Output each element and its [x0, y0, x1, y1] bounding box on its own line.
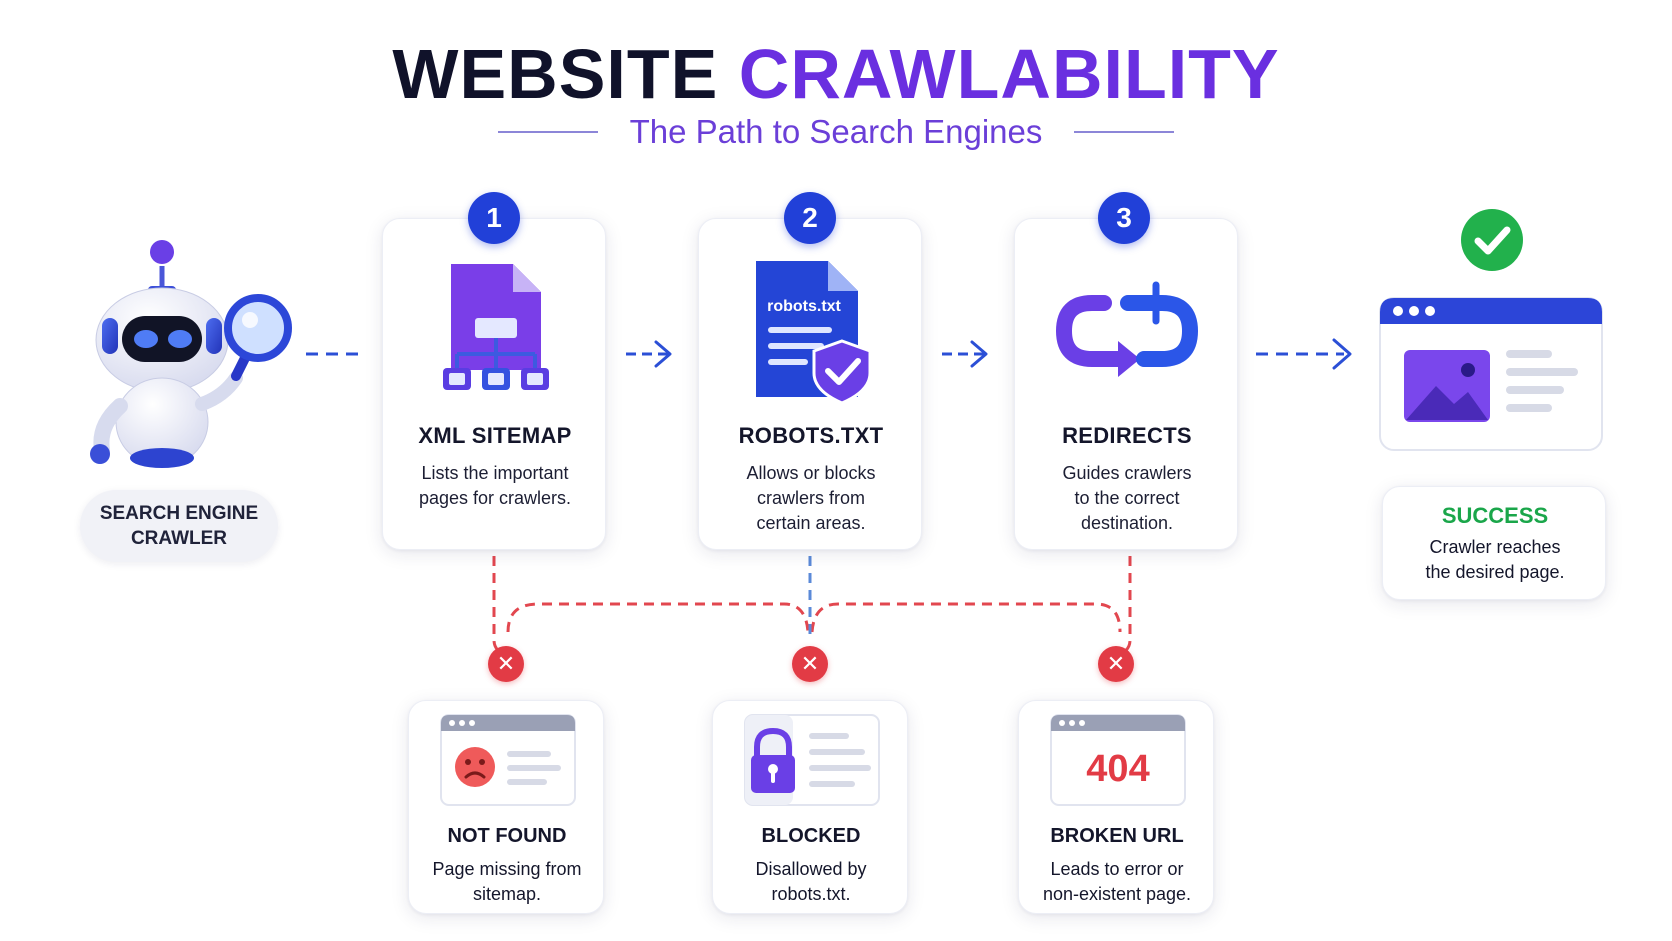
failure-card-blocked: BLOCKED Disallowed by robots.txt. [712, 700, 908, 914]
error-code: 404 [1086, 748, 1149, 790]
check-circle-icon [1461, 209, 1523, 271]
step-3-label: REDIRECTS [1062, 423, 1192, 448]
failure-paths [492, 556, 1132, 656]
failure-3-label: BROKEN URL [1050, 825, 1184, 847]
sitemap-document-icon [443, 264, 549, 390]
step-3-icon-wrap [1015, 255, 1239, 405]
step-1-desc: Lists the important pages for crawlers. [418, 463, 572, 508]
step-2-label: ROBOTS.TXT [738, 423, 884, 448]
arrow-step-1-to-step-2 [626, 340, 672, 368]
step-card-xml-sitemap: XML SITEMAP Lists the important pages fo… [382, 218, 606, 550]
page-title: WEBSITE CRAWLABILITY [0, 34, 1672, 114]
failure-card-broken-url: 404 BROKEN URL Leads to error or non-exi… [1018, 700, 1214, 914]
subtitle-row: The Path to Search Engines [0, 112, 1672, 152]
error-404-page-icon: 404 [1050, 714, 1186, 806]
crawler-label: SEARCH ENGINE CRAWLER [80, 490, 278, 562]
padlock-page-icon [744, 714, 880, 806]
success-browser-window [1379, 297, 1603, 451]
title-part-1: WEBSITE [392, 35, 719, 113]
robots-file-text: robots.txt [767, 298, 841, 315]
title-part-2: CRAWLABILITY [738, 35, 1280, 113]
redirect-loop-icon [1055, 281, 1199, 377]
page-subtitle: The Path to Search Engines [629, 113, 1043, 150]
robots-file-shield-icon: robots.txt [756, 261, 872, 403]
step-2-desc: Allows or blocks crawlers from certain a… [746, 463, 876, 533]
x-circle-icon: ✕ [488, 646, 524, 682]
step-3-badge: 3 [1098, 192, 1150, 244]
step-1-icon-wrap [383, 255, 607, 405]
step-card-robots-txt: robots.txt ROBOTS.TXT Allows or blocks c… [698, 218, 922, 550]
failure-1-label: NOT FOUND [447, 825, 567, 847]
step-1-label: XML SITEMAP [418, 423, 572, 448]
step-1-badge: 1 [468, 192, 520, 244]
x-circle-icon: ✕ [1098, 646, 1134, 682]
success-label: SUCCESS [1441, 503, 1549, 528]
sad-face-page-icon [440, 714, 576, 806]
robot-magnifier-icon [90, 240, 292, 468]
failure-2-label: BLOCKED [761, 825, 861, 847]
failure-card-not-found: NOT FOUND Page missing from sitemap. [408, 700, 604, 914]
subtitle-rule-left [497, 131, 598, 133]
subtitle-rule-right [1074, 131, 1175, 133]
step-2-badge: 2 [784, 192, 836, 244]
failure-1-desc: Page missing from sitemap. [432, 859, 582, 904]
step-3-desc: Guides crawlers to the correct destinati… [1062, 463, 1192, 533]
failure-2-desc: Disallowed by robots.txt. [755, 859, 867, 904]
arrow-step-3-to-success [1256, 338, 1352, 370]
arrow-step-2-to-step-3 [942, 340, 988, 368]
step-card-redirects: REDIRECTS Guides crawlers to the correct… [1014, 218, 1238, 550]
success-card: SUCCESS Crawler reaches the desired page… [1382, 486, 1606, 600]
x-circle-icon: ✕ [792, 646, 828, 682]
success-desc: Crawler reaches the desired page. [1425, 537, 1565, 582]
step-2-icon-wrap: robots.txt [699, 255, 923, 405]
failure-3-desc: Leads to error or non-existent page. [1042, 859, 1192, 904]
